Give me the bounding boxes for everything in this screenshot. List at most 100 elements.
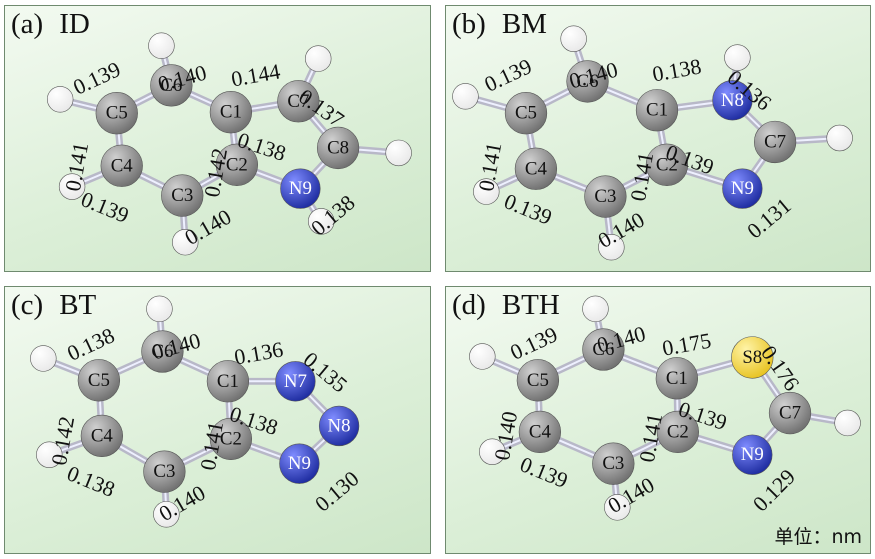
atom-label: C2 — [656, 154, 678, 175]
atom-C4 — [80, 414, 124, 458]
atom-label: N7 — [284, 371, 307, 392]
molecule-name: ID — [59, 8, 90, 40]
atom-N9 — [279, 443, 320, 484]
atom-hydrogen-13 — [834, 409, 861, 437]
atom-hydrogen-13 — [305, 45, 332, 72]
atom-C1 — [206, 360, 250, 403]
atom-label: C5 — [527, 370, 549, 391]
atom-hydrogen-14 — [385, 139, 412, 167]
atom-N8 — [318, 405, 360, 447]
atom-hydrogen-10 — [452, 83, 479, 110]
atom-label: C5 — [106, 103, 128, 124]
atom-N8 — [712, 80, 753, 121]
molecule-name: BM — [501, 8, 547, 40]
atom-hydrogen-12 — [604, 494, 631, 521]
atom-hydrogen-10 — [30, 345, 57, 372]
atom-C2 — [209, 417, 253, 460]
atom-label: C4 — [525, 158, 548, 179]
atom-label: N9 — [289, 178, 312, 199]
atom-label: C7 — [779, 403, 801, 424]
atom-hydrogen-11 — [479, 438, 506, 465]
bond-length-label: 0.140 — [490, 410, 522, 463]
atom-label: S8 — [742, 347, 762, 368]
atom-hydrogen-9 — [560, 25, 587, 52]
atom-hydrogen-9 — [582, 295, 609, 323]
atom-C6 — [566, 60, 609, 103]
atom-label: C3 — [171, 185, 193, 206]
atom-C2 — [656, 410, 699, 454]
atom-C1 — [635, 89, 679, 132]
bond-length-label: 0.138 — [64, 323, 119, 366]
atom-C6 — [141, 330, 184, 373]
bond-length-label: 0.141 — [635, 412, 667, 465]
atom-label: N9 — [288, 453, 311, 474]
atom-C5 — [516, 359, 560, 402]
atom-C3 — [143, 450, 186, 493]
atom-label: N8 — [721, 90, 744, 111]
panel-title-c: (c)BT — [11, 289, 96, 322]
bond-length-label: 0.139 — [507, 322, 562, 365]
bond-length-label: 0.139 — [78, 187, 133, 228]
atom-C5 — [77, 359, 121, 402]
atom-C2 — [645, 143, 689, 186]
panel-label: (b) — [452, 8, 486, 40]
panel-label: (c) — [11, 289, 44, 321]
atom-C5 — [504, 92, 548, 135]
atom-label: C6 — [160, 75, 182, 96]
atom-C1 — [655, 357, 698, 400]
atom-hydrogen-10 — [46, 86, 74, 113]
unit-label: 单位：nm — [774, 526, 862, 548]
atom-label: C3 — [594, 186, 616, 207]
atom-label: C3 — [602, 453, 624, 474]
atom-N9 — [732, 434, 773, 475]
atom-N9 — [722, 168, 763, 209]
atom-label: C2 — [220, 428, 242, 449]
atom-hydrogen-15 — [308, 208, 335, 235]
molecule-name: BTH — [501, 289, 560, 321]
atom-label: C4 — [111, 155, 134, 176]
bond-length-label: 0.139 — [517, 452, 572, 493]
atom-label: C6 — [151, 341, 173, 362]
atom-label: C3 — [153, 461, 175, 482]
bond-length-label: 0.139 — [501, 189, 556, 230]
atom-hydrogen-9 — [148, 32, 175, 59]
panel-title-d: (d) BTH — [452, 289, 560, 322]
atom-C4 — [100, 144, 143, 187]
atom-hydrogen-11 — [58, 173, 86, 200]
atom-label: C7 — [764, 131, 786, 152]
bond-length-label: 0.141 — [61, 141, 93, 194]
atom-C8 — [316, 126, 360, 170]
panel-label: (d) — [452, 289, 486, 321]
atom-C7 — [277, 80, 320, 123]
atom-C6 — [582, 328, 625, 371]
atom-label: C8 — [327, 137, 349, 158]
panel-title-b: (b) BM — [452, 8, 547, 41]
bond-length-label: 0.138 — [64, 461, 119, 502]
atom-hydrogen-13 — [724, 44, 751, 71]
panel-title-a: (a)ID — [11, 8, 90, 41]
atom-hydrogen-12 — [172, 229, 199, 256]
atom-C3 — [161, 174, 204, 217]
atom-hydrogen-10 — [469, 343, 496, 370]
atom-C7 — [768, 391, 812, 435]
atom-C5 — [95, 92, 138, 135]
atom-C4 — [514, 147, 558, 190]
atom-label: C7 — [287, 91, 309, 112]
bond-length-label: 0.141 — [626, 150, 658, 203]
atom-label: C5 — [88, 370, 110, 391]
atom-N7 — [275, 361, 316, 402]
bond-length-label: 0.142 — [200, 146, 232, 199]
atom-C4 — [518, 410, 562, 454]
atom-label: N9 — [731, 178, 754, 199]
atom-label: C2 — [226, 154, 248, 175]
bond-length-label: 0.144 — [229, 59, 282, 91]
atom-hydrogen-12 — [153, 501, 180, 528]
atom-C3 — [584, 175, 627, 218]
bond-length-label: 0.175 — [661, 328, 714, 360]
bond-length-label: 0.138 — [651, 54, 704, 86]
